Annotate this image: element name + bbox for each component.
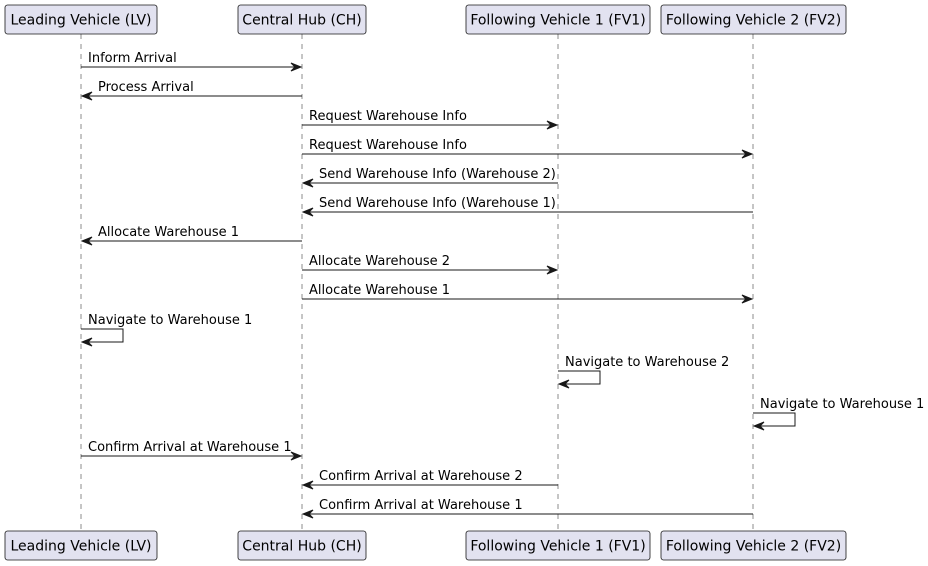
- participant-box: [237, 4, 367, 35]
- arrowhead: [301, 509, 314, 519]
- participants-bottom: Leading Vehicle (LV) Central Hub (CH) Foll…: [4, 530, 847, 561]
- arrowhead: [752, 421, 765, 431]
- message-label: Allocate Warehouse 1: [309, 283, 450, 298]
- message-label: Process Arrival: [98, 80, 194, 95]
- participant-ch-top: Central Hub (CH): [237, 4, 367, 35]
- message-label: Allocate Warehouse 1: [98, 225, 239, 240]
- arrowhead: [80, 337, 93, 347]
- participant-label: Leading Vehicle (LV): [10, 539, 151, 555]
- message-label: Allocate Warehouse 2: [309, 254, 450, 269]
- message-12: Navigate to Warehouse 1: [752, 397, 924, 431]
- participant-label: Central Hub (CH): [242, 13, 361, 29]
- message-7: Allocate Warehouse 1: [80, 225, 302, 246]
- participant-fv1-bottom: Following Vehicle 1 (FV1): [465, 530, 651, 561]
- message-6: Send Warehouse Info (Warehouse 1): [301, 196, 753, 217]
- participant-box: [237, 530, 367, 561]
- participant-label: Following Vehicle 2 (FV2): [666, 539, 841, 555]
- arrowhead: [557, 379, 570, 389]
- participant-fv2-top: Following Vehicle 2 (FV2): [660, 4, 847, 35]
- participant-lv-bottom: Leading Vehicle (LV): [4, 530, 158, 561]
- message-label: Send Warehouse Info (Warehouse 1): [319, 196, 556, 211]
- participant-lv-top: Leading Vehicle (LV): [4, 4, 158, 35]
- participant-box: [4, 4, 158, 35]
- participant-label: Following Vehicle 1 (FV1): [470, 539, 645, 555]
- arrowhead: [546, 265, 559, 275]
- participant-label: Central Hub (CH): [242, 539, 361, 555]
- arrowhead: [290, 451, 303, 461]
- participant-label: Leading Vehicle (LV): [10, 13, 151, 29]
- arrowhead: [80, 236, 93, 246]
- message-5: Send Warehouse Info (Warehouse 2): [301, 167, 558, 188]
- message-1: Inform Arrival: [81, 51, 303, 72]
- message-11: Navigate to Warehouse 2: [557, 355, 729, 389]
- participant-box: [4, 530, 158, 561]
- participant-box: [465, 530, 651, 561]
- participant-label: Following Vehicle 1 (FV1): [470, 13, 645, 29]
- arrowhead: [290, 62, 303, 72]
- message-4: Request Warehouse Info: [302, 138, 754, 159]
- participant-fv2-bottom: Following Vehicle 2 (FV2): [660, 530, 847, 561]
- message-label: Confirm Arrival at Warehouse 1: [88, 440, 292, 455]
- message-9: Allocate Warehouse 1: [302, 283, 754, 304]
- message-label: Request Warehouse Info: [309, 138, 467, 153]
- arrowhead: [741, 294, 754, 304]
- participant-ch-bottom: Central Hub (CH): [237, 530, 367, 561]
- self-message-line: [558, 370, 601, 385]
- message-13: Confirm Arrival at Warehouse 1: [81, 440, 303, 461]
- participant-box: [660, 530, 847, 561]
- self-message-line: [753, 412, 796, 427]
- participant-box: [465, 4, 651, 35]
- arrowhead: [80, 91, 93, 101]
- arrowhead: [741, 149, 754, 159]
- message-label: Navigate to Warehouse 2: [565, 355, 729, 370]
- lifelines: [80, 34, 754, 531]
- arrowhead: [301, 480, 314, 490]
- participant-box: [660, 4, 847, 35]
- participant-label: Following Vehicle 2 (FV2): [666, 13, 841, 29]
- message-15: Confirm Arrival at Warehouse 1: [301, 498, 753, 519]
- message-10: Navigate to Warehouse 1: [80, 313, 252, 347]
- message-8: Allocate Warehouse 2: [302, 254, 559, 275]
- arrowhead: [546, 120, 559, 130]
- message-2: Process Arrival: [80, 80, 302, 101]
- message-label: Navigate to Warehouse 1: [88, 313, 252, 328]
- participants-top: Leading Vehicle (LV) Central Hub (CH) Foll…: [4, 4, 847, 35]
- message-label: Confirm Arrival at Warehouse 1: [319, 498, 523, 513]
- message-label: Navigate to Warehouse 1: [760, 397, 924, 412]
- message-label: Send Warehouse Info (Warehouse 2): [319, 167, 556, 182]
- message-3: Request Warehouse Info: [302, 109, 559, 130]
- message-14: Confirm Arrival at Warehouse 2: [301, 469, 558, 490]
- arrowhead: [301, 207, 314, 217]
- message-label: Confirm Arrival at Warehouse 2: [319, 469, 523, 484]
- arrowhead: [301, 178, 314, 188]
- message-label: Request Warehouse Info: [309, 109, 467, 124]
- message-label: Inform Arrival: [88, 51, 177, 66]
- self-message-line: [81, 328, 124, 343]
- participant-fv1-top: Following Vehicle 1 (FV1): [465, 4, 651, 35]
